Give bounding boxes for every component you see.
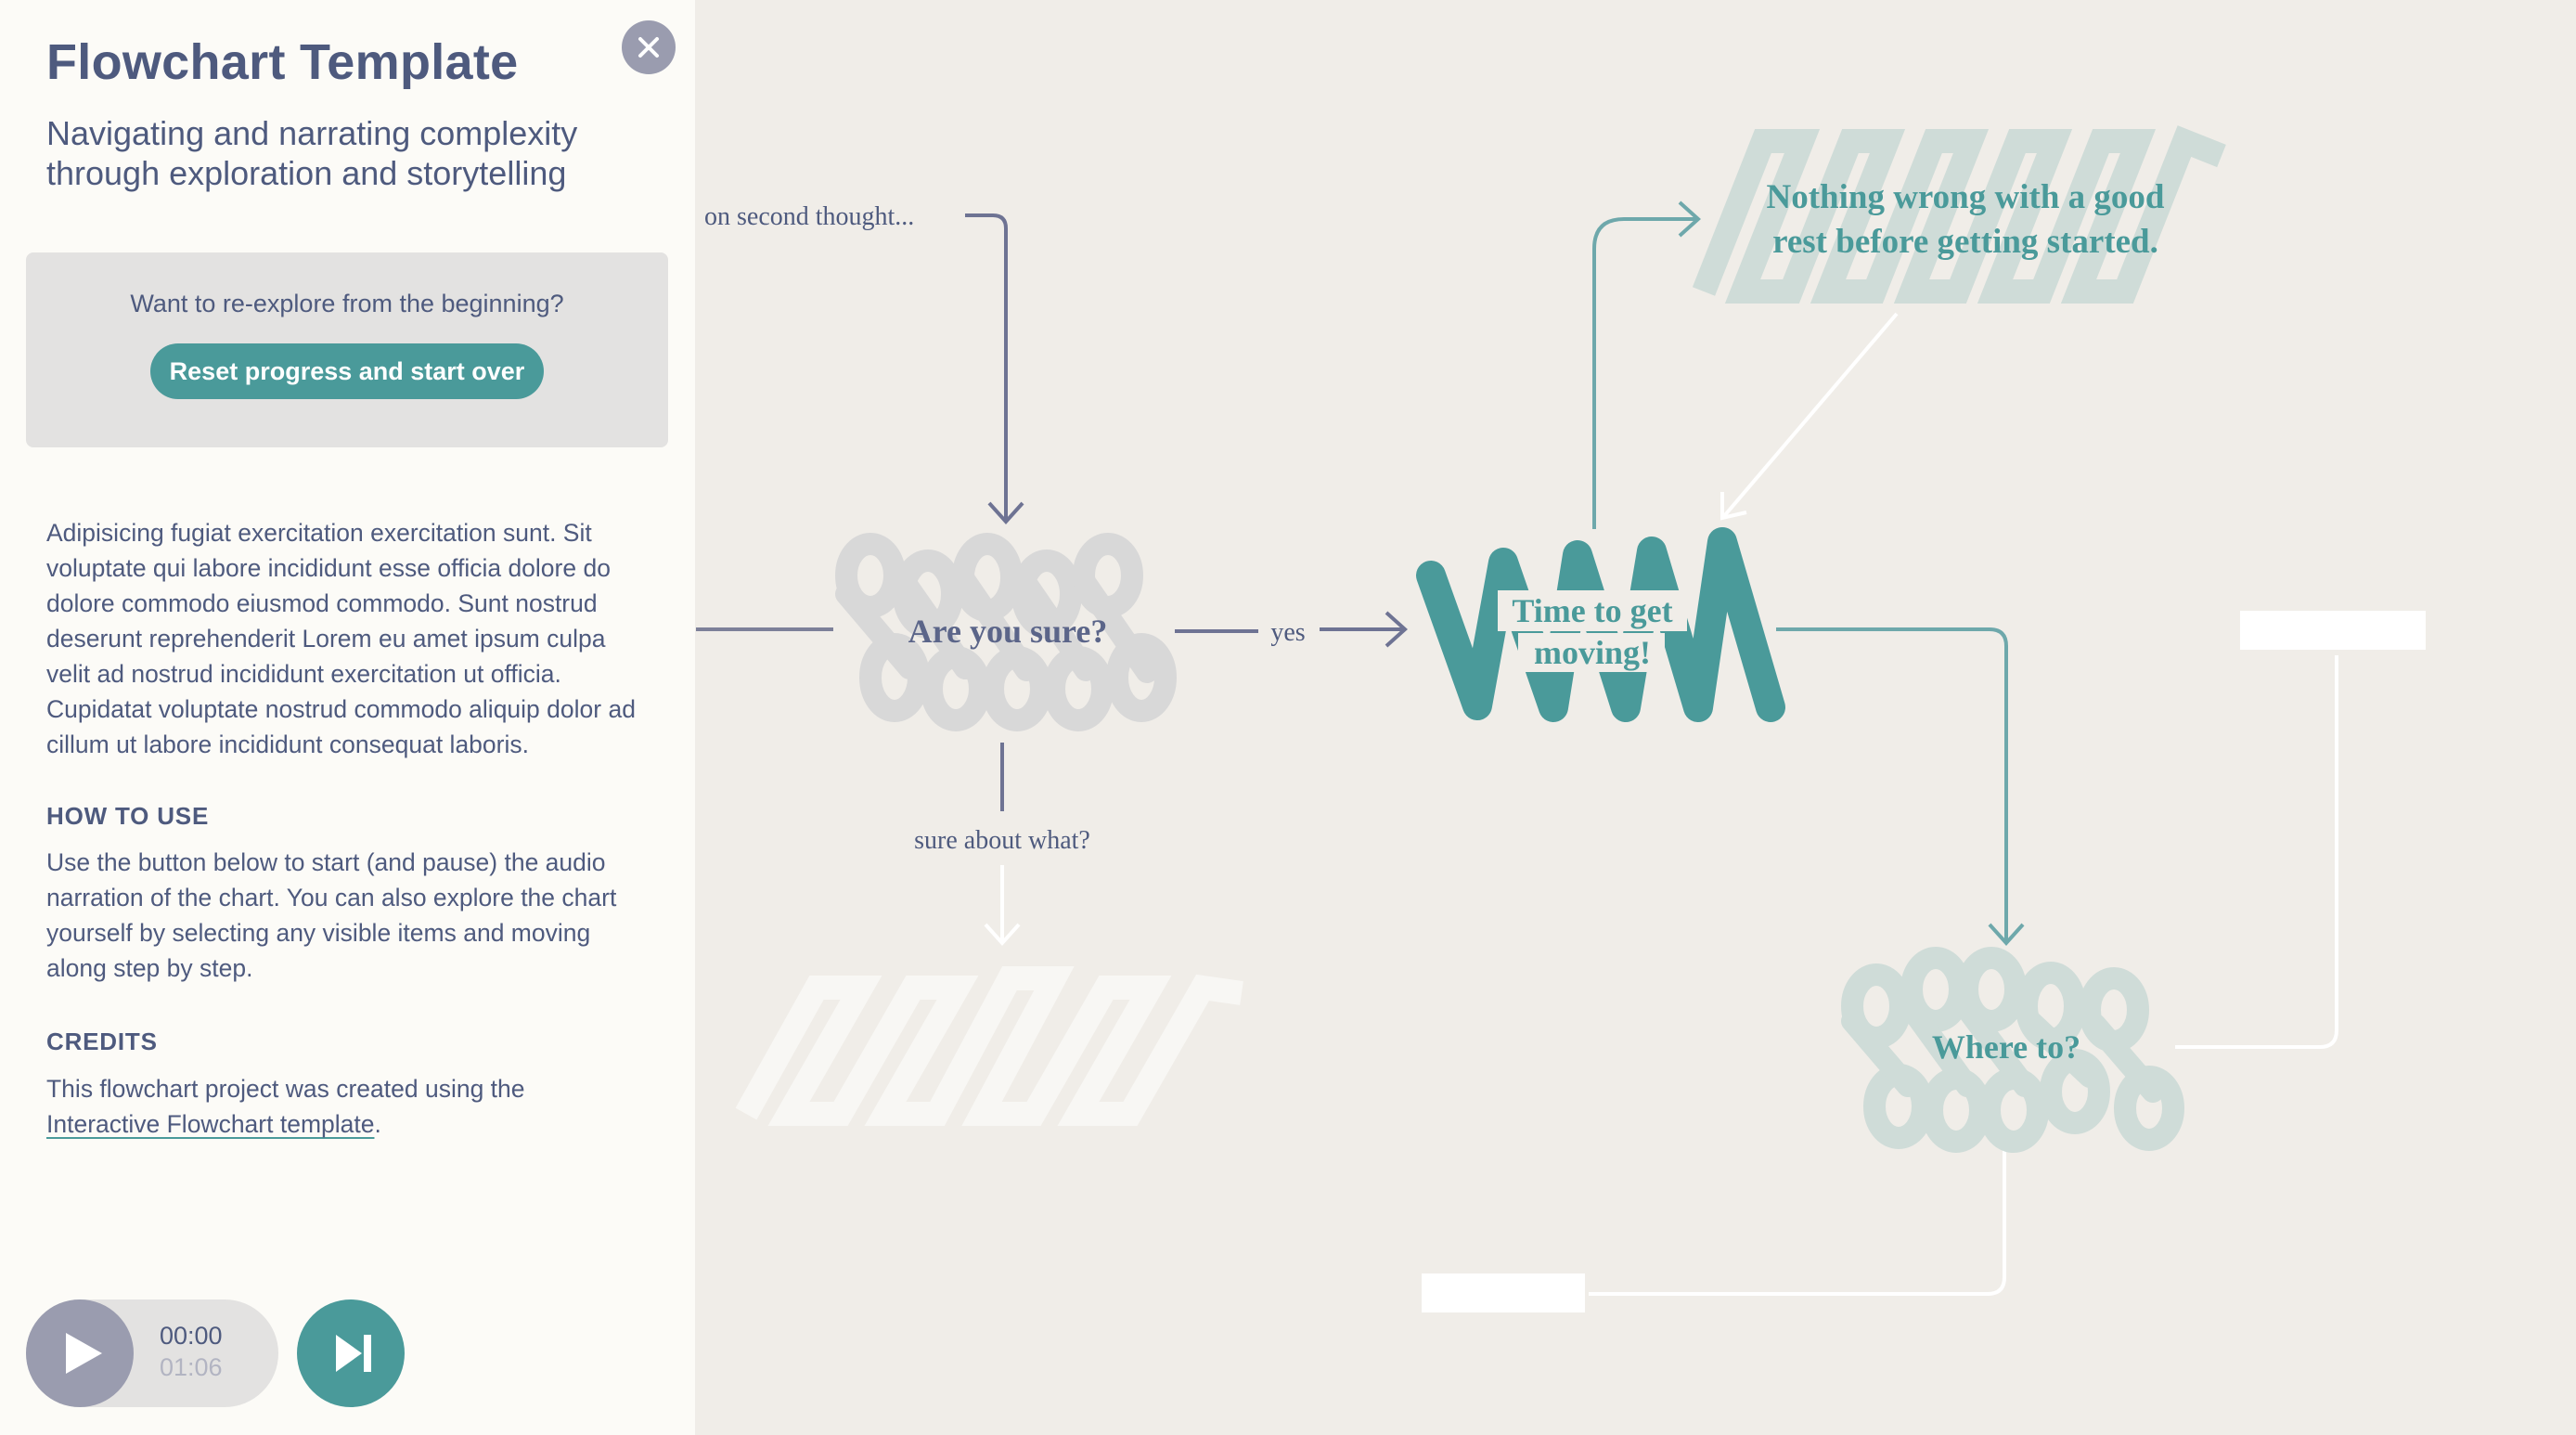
node-nothing-wrong-scribble <box>1692 125 2226 304</box>
edge-second-thought-arrowhead <box>987 501 1024 524</box>
node-are-you-sure[interactable]: Are you sure? <box>835 533 1177 731</box>
audio-player: 00:00 01:06 <box>26 1299 278 1407</box>
intro-text: Adipisicing fugiat exercitation exercita… <box>46 519 636 758</box>
page-subtitle: Navigating and narrating complexity thro… <box>46 114 578 192</box>
node-nothing-wrong-line1: Nothing wrong with a good <box>1766 178 2164 216</box>
node-where-to[interactable]: Where to? <box>1841 947 2184 1153</box>
sidebar-panel: Flowchart Template Navigating and narrat… <box>0 0 695 1435</box>
how-to-use-text: Use the button below to start (and pause… <box>46 848 617 982</box>
edge-rest-back-arrowhead <box>1720 492 1747 521</box>
credits-text-label: This flowchart project was created using… <box>46 1075 525 1103</box>
reset-prompt: Want to re-explore from the beginning? <box>130 290 564 317</box>
node-nothing-wrong[interactable]: Nothing wrong with a good rest before ge… <box>1692 125 2226 304</box>
edge-label-sure-about-what[interactable]: sure about what? <box>914 826 1090 855</box>
edge-to-where-arrowhead <box>1988 923 2025 946</box>
node-placeholder-bottom <box>1422 1273 1585 1312</box>
skip-forward-button[interactable] <box>297 1299 405 1407</box>
close-button[interactable] <box>622 20 676 74</box>
edge-label-second-thought[interactable]: on second thought... <box>704 202 914 231</box>
edge-to-where <box>1776 627 2008 941</box>
node-where-to-scribble <box>1841 947 2184 1153</box>
how-to-use-heading: HOW TO USE <box>46 802 210 830</box>
reset-panel: Want to re-explore from the beginning? R… <box>26 252 668 447</box>
edge-label-yes[interactable]: yes <box>1270 618 1305 647</box>
node-nothing-wrong-line2: rest before getting started. <box>1772 223 2158 261</box>
node-hidden-scribble <box>735 966 1243 1126</box>
edge-rest-back <box>1722 312 1899 518</box>
total-time: 01:06 <box>160 1353 223 1381</box>
page-title: Flowchart Template <box>46 34 519 90</box>
node-time-label-bg-1 <box>1498 590 1687 631</box>
node-time-label-bg-2 <box>1518 633 1665 672</box>
reset-progress-button[interactable]: Reset progress and start over <box>150 343 544 399</box>
skip-forward-icon <box>336 1335 371 1372</box>
edge-where-bottom <box>1589 1145 2006 1296</box>
node-time-label-line2: moving! <box>1534 634 1651 671</box>
node-hidden-bottom <box>735 966 1243 1126</box>
node-are-you-sure-scribble <box>835 533 1177 731</box>
play-button[interactable] <box>26 1299 134 1407</box>
edge-sure-about-what-arrowhead <box>984 923 1021 946</box>
current-time: 00:00 <box>160 1322 223 1350</box>
close-icon <box>638 37 659 58</box>
play-icon <box>66 1333 102 1374</box>
template-link[interactable]: Interactive Flowchart template <box>46 1110 375 1138</box>
credits-heading: CREDITS <box>46 1028 158 1055</box>
node-placeholder-right <box>2240 611 2426 650</box>
credits-text: This flowchart project was created using… <box>46 1071 650 1142</box>
edge-yes-arrowhead <box>1385 611 1408 648</box>
node-where-to-label: Where to? <box>1932 1028 2080 1066</box>
edge-where-right <box>2175 655 2338 1049</box>
node-are-you-sure-label: Are you sure? <box>908 613 1108 650</box>
node-time-label-line1: Time to get <box>1512 592 1672 629</box>
edge-to-rest <box>1592 217 1696 529</box>
edge-second-thought[interactable] <box>965 213 1008 520</box>
node-time-to-get-moving[interactable]: Time to get moving! <box>1416 527 1785 722</box>
credits-end: . <box>374 1110 381 1138</box>
edge-to-rest-arrowhead <box>1678 200 1701 238</box>
